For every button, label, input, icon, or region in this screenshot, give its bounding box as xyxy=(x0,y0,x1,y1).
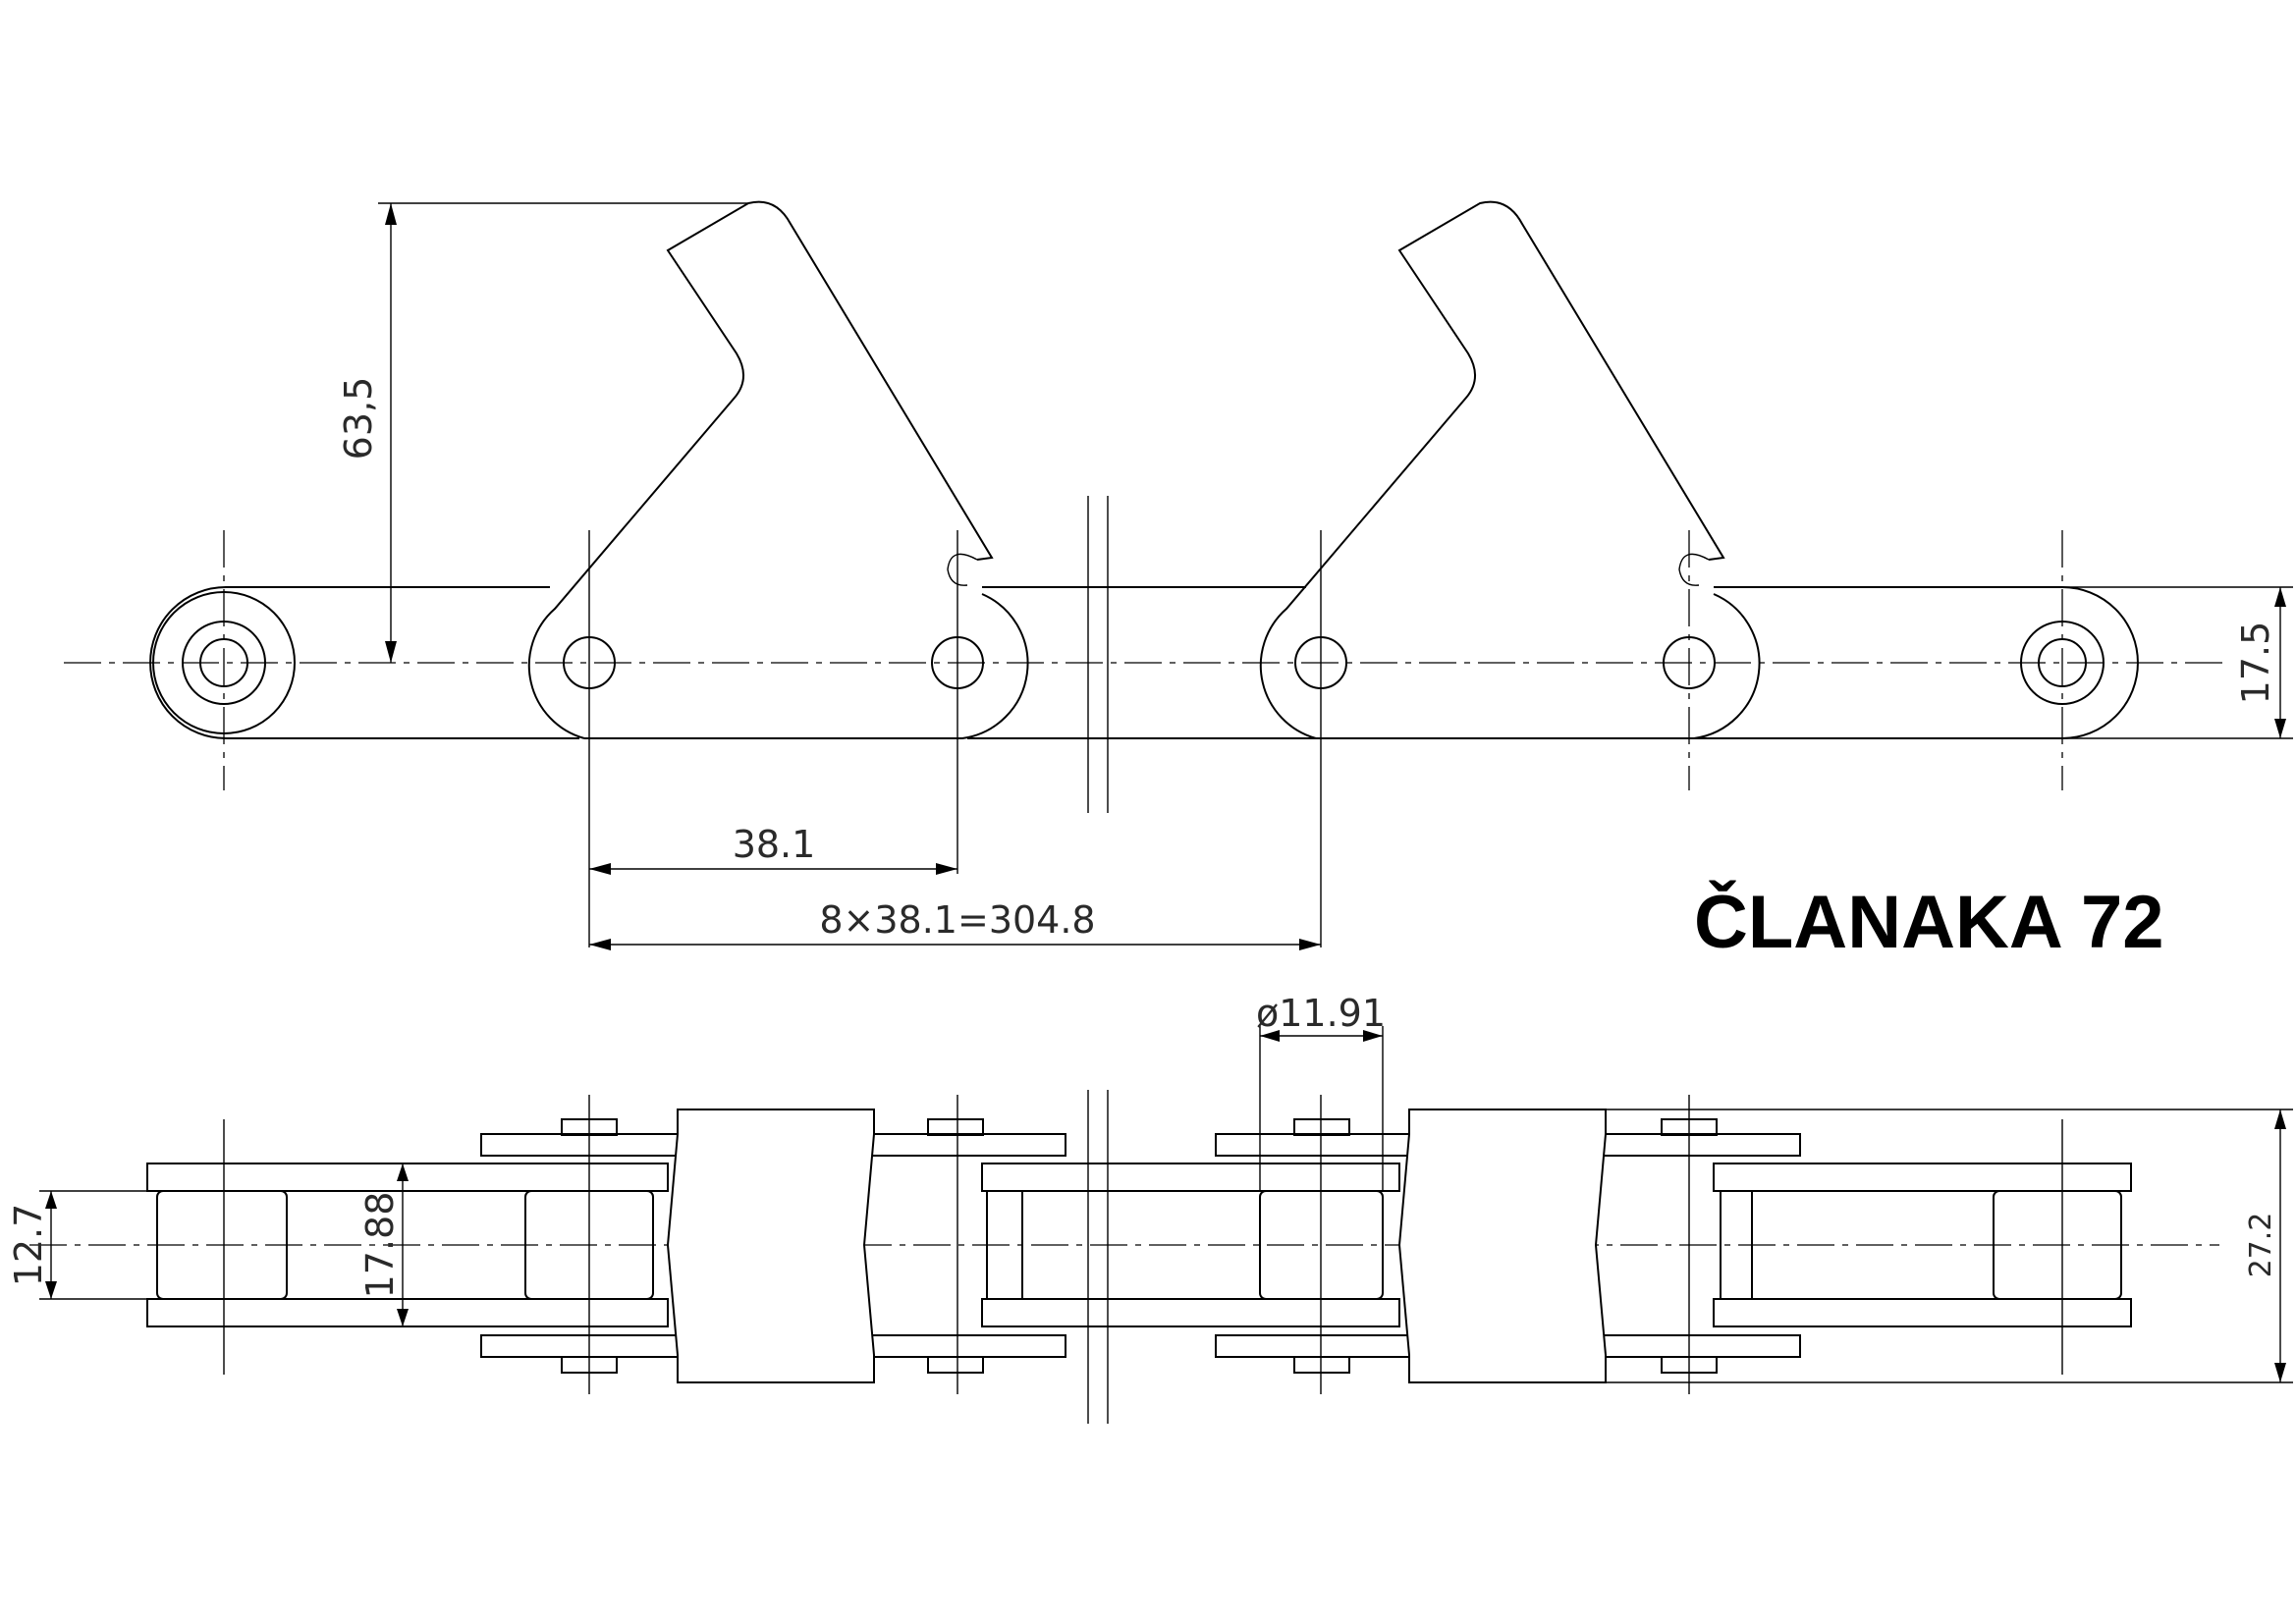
plan-plate-top-1 xyxy=(146,1163,669,1192)
scraper-link-1-base xyxy=(584,593,1029,739)
dim-total-text: 8×38.1=304.8 xyxy=(819,898,1095,942)
side-view: 63,5 17.5 38.1 8×38.1=304.8 xyxy=(64,200,2293,950)
plan-bush-mid xyxy=(986,1190,1023,1300)
plan-plate-bot-mid xyxy=(981,1298,1400,1327)
scraper-block-1 xyxy=(666,1109,875,1383)
left-link-plate xyxy=(149,586,579,739)
plan-view: ø11.91 12.7 17.88 27.2 xyxy=(7,992,2293,1424)
dim-63-5-text: 63,5 xyxy=(337,377,380,460)
scraper-link-1 xyxy=(527,200,994,739)
hook-2 xyxy=(1678,553,1710,586)
plan-plate-top-3 xyxy=(1713,1163,2132,1192)
pin-head-3b xyxy=(1293,1356,1350,1374)
dim-17-5-text: 17.5 xyxy=(2234,622,2277,705)
dim-38-1-text: 38.1 xyxy=(733,823,816,866)
drawing-title: ČLANAKA 72 xyxy=(1694,881,2164,964)
plan-roller-1 xyxy=(156,1190,288,1300)
plan-plate-bot-1 xyxy=(146,1298,669,1327)
dim-17-88-text: 17.88 xyxy=(358,1192,402,1299)
plan-plate-bot-3 xyxy=(1713,1298,2132,1327)
hook-1 xyxy=(947,553,978,586)
scraper-block-2 xyxy=(1397,1109,1607,1383)
right-link-plate xyxy=(1694,586,2139,739)
scraper-link-2-base xyxy=(1316,593,1761,739)
dim-12-7-text: 12.7 xyxy=(7,1204,50,1287)
plan-bush-right xyxy=(1720,1190,1753,1300)
dim-pin-diameter-text: ø11.91 xyxy=(1256,992,1386,1035)
plan-plate-top-mid xyxy=(981,1163,1400,1192)
dim-27-2-text: 27.2 xyxy=(2244,1213,2278,1278)
pin-head-2b xyxy=(927,1356,984,1374)
pin-head-2t xyxy=(927,1118,984,1136)
plan-roller-4 xyxy=(1993,1190,2122,1300)
scraper-link-2 xyxy=(1259,200,1725,739)
pin-head-3t xyxy=(1293,1118,1350,1136)
dim-17-88-arrows xyxy=(397,1163,409,1326)
